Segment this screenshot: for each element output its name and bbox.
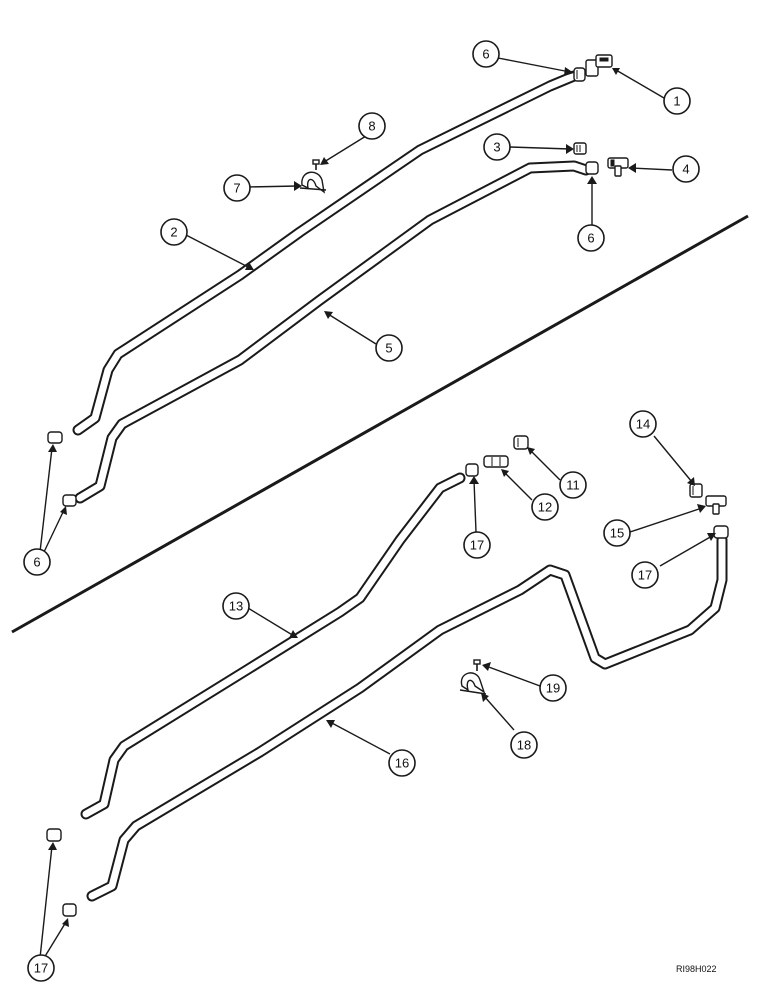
svg-text:17: 17 [34, 961, 48, 976]
hose-clamp-icon [573, 67, 586, 82]
svg-text:8: 8 [368, 119, 375, 134]
svg-text:17: 17 [638, 568, 652, 583]
callout-4: 4 [672, 155, 700, 183]
svg-text:19: 19 [546, 681, 560, 696]
callout-13: 13 [222, 592, 250, 620]
tube-part-16 [86, 534, 728, 902]
callout-6-middle: 6 [577, 224, 605, 252]
svg-text:16: 16 [395, 756, 409, 771]
callout-1: 1 [663, 87, 691, 115]
svg-text:11: 11 [566, 478, 580, 493]
hose-clamp-icon [46, 828, 62, 842]
callout-3: 3 [483, 133, 511, 161]
callout-6-bottom: 6 [23, 548, 51, 576]
screw-icon [312, 159, 320, 170]
svg-text:2: 2 [170, 225, 177, 240]
callout-14: 14 [629, 410, 657, 438]
leader-lines [39, 57, 716, 959]
hose-clamp-icon [62, 903, 77, 917]
callout-6-top: 6 [472, 40, 500, 68]
svg-text:5: 5 [385, 341, 392, 356]
callout-8: 8 [358, 112, 386, 140]
reference-code: RI98H022 [676, 964, 717, 974]
hose-clamp-icon [465, 463, 479, 477]
hose-clip-icon [459, 672, 487, 695]
svg-text:15: 15 [610, 526, 624, 541]
hose-clip-icon [299, 171, 327, 194]
tube-part-13 [80, 472, 466, 820]
svg-text:12: 12 [538, 500, 552, 515]
callout-18: 18 [510, 731, 538, 759]
hose-clamp-icon [47, 431, 63, 444]
svg-text:14: 14 [636, 417, 650, 432]
svg-text:4: 4 [682, 162, 689, 177]
callout-16: 16 [388, 749, 416, 777]
hose-clamp-icon [713, 525, 729, 539]
svg-text:18: 18 [517, 738, 531, 753]
tee-fitting-icon [607, 157, 629, 177]
callout-17-bottom: 17 [27, 954, 55, 982]
screw-icon [473, 659, 481, 671]
nut-fitting-icon [689, 483, 703, 498]
svg-text:6: 6 [33, 555, 40, 570]
nut-fitting-icon [513, 435, 529, 450]
hose-clamp-icon [585, 161, 599, 175]
callout-7: 7 [223, 174, 251, 202]
svg-text:3: 3 [493, 140, 500, 155]
callout-11: 11 [559, 471, 587, 499]
nut-fitting-icon [573, 142, 587, 155]
tee-fitting-icon [705, 495, 727, 515]
callout-15: 15 [603, 519, 631, 547]
svg-text:7: 7 [233, 181, 240, 196]
elbow-fitting-icon [585, 54, 613, 77]
svg-text:13: 13 [229, 599, 243, 614]
callout-5: 5 [375, 334, 403, 362]
tube-part-5 [74, 160, 592, 504]
svg-text:17: 17 [470, 538, 484, 553]
svg-text:6: 6 [587, 231, 594, 246]
connector-fitting-icon [483, 455, 509, 468]
hose-clamp-icon [62, 494, 77, 507]
callout-17-middle: 17 [463, 531, 491, 559]
tube-part-2 [72, 70, 580, 436]
svg-text:6: 6 [482, 47, 489, 62]
callout-19: 19 [539, 674, 567, 702]
svg-text:1: 1 [673, 94, 680, 109]
section-divider-line [11, 214, 749, 634]
callout-17-right: 17 [631, 561, 659, 589]
callout-12: 12 [531, 493, 559, 521]
callout-2: 2 [160, 218, 188, 246]
